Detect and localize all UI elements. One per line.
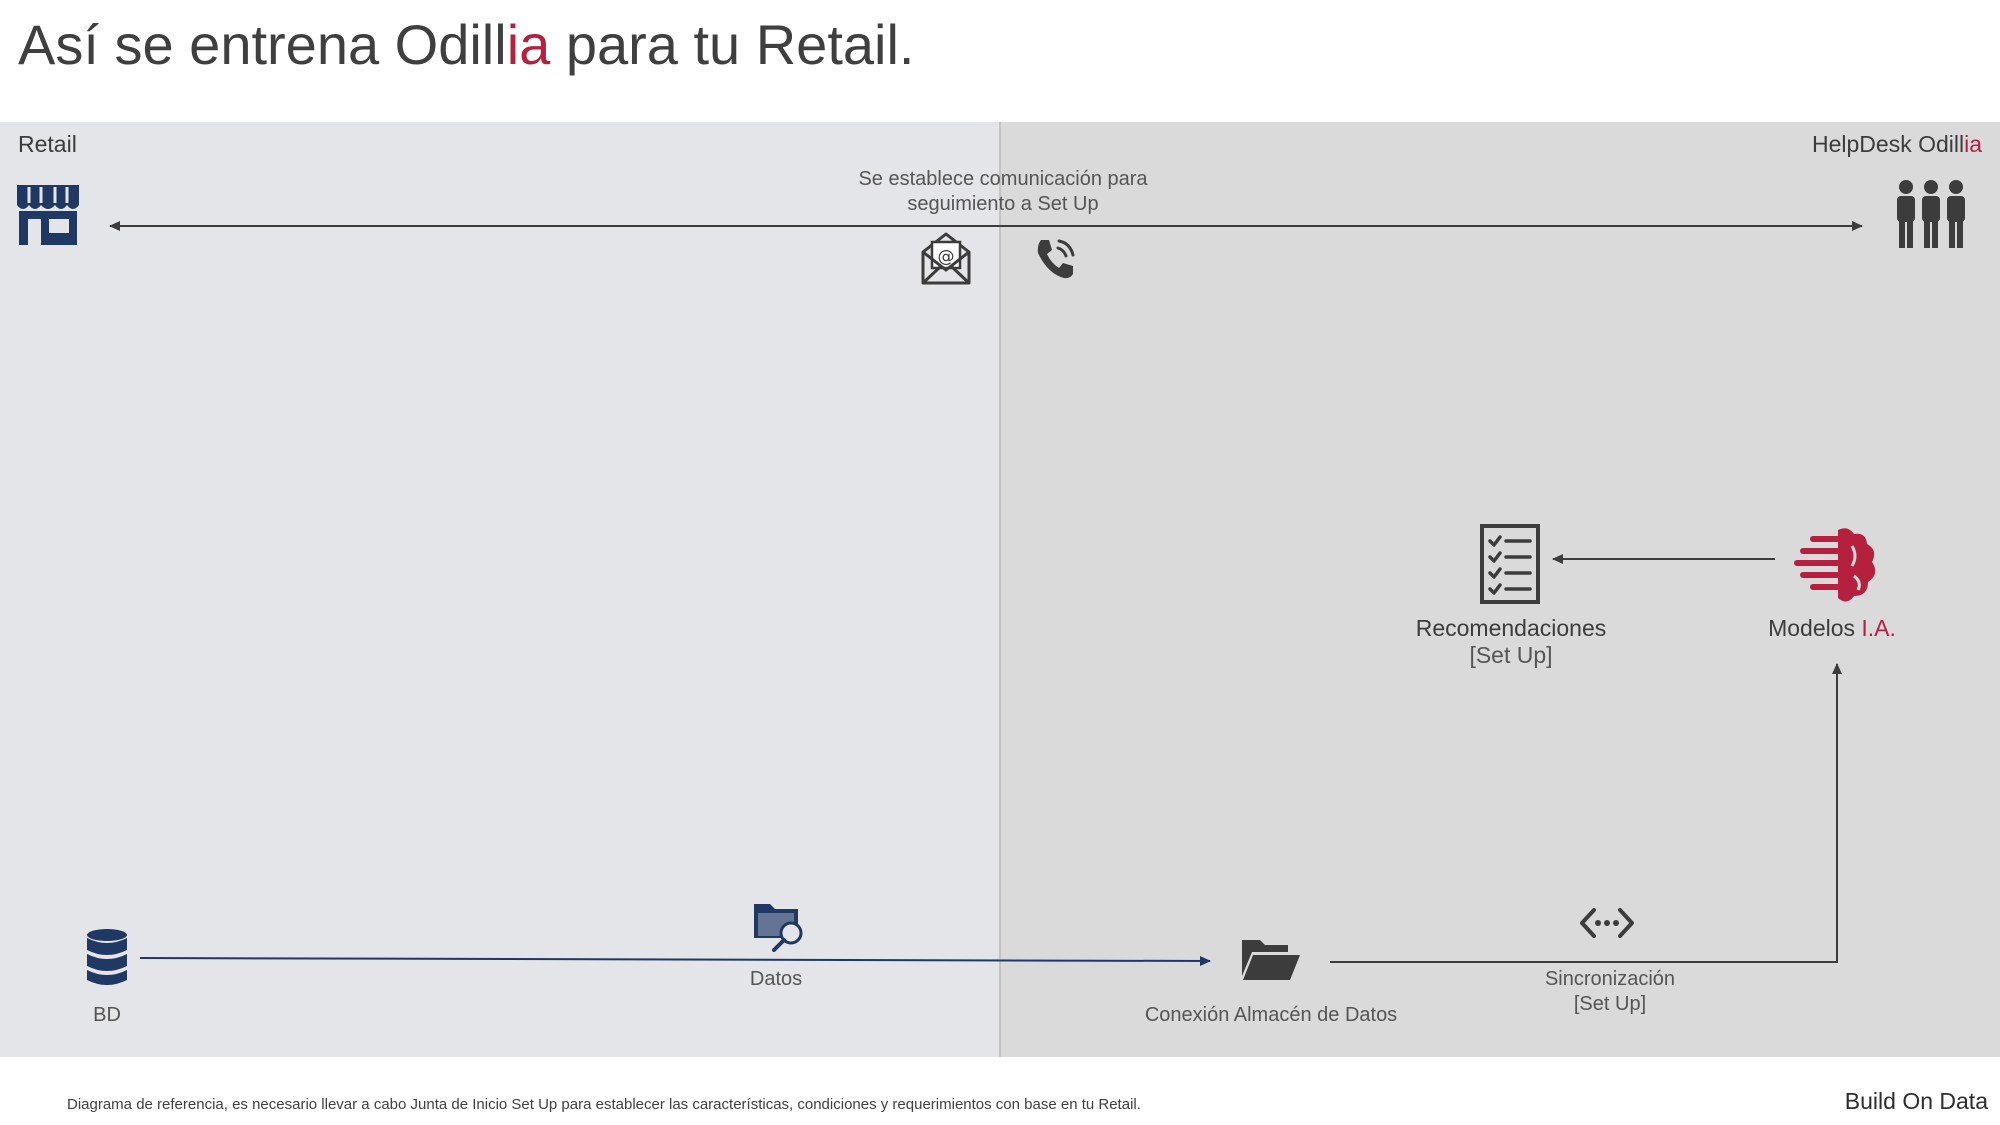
datos-label: Datos [749,968,803,990]
recomendaciones-label: Recomendaciones [Set Up] [1416,615,1607,669]
helpdesk-label: HelpDesk Odillia [1812,131,1982,158]
bd-to-conexion-arrow [139,955,1211,966]
recomendaciones-line2: [Set Up] [1469,642,1553,668]
helpdesk-label-prefix: HelpDesk Odill [1811,131,1965,157]
modelos-label-prefix: Modelos [1768,615,1862,641]
communication-text: Se establece comunicación para seguimien… [858,167,1147,217]
sincronizacion-line2: [Set Up] [1573,993,1647,1015]
folder-open-icon [1242,940,1300,980]
communication-line1: Se establece comunicación para [858,168,1148,190]
communication-line2: seguimiento a Set Up [907,193,1099,215]
store-icon [17,185,79,245]
sincronizacion-label: Sincronización [Set Up] [1545,967,1675,1017]
phone-icon [1037,239,1075,279]
bd-label: BD [93,1004,121,1026]
brand-label: Build On Data [1844,1088,1988,1114]
email-icon: @ [921,232,971,285]
title-part2: para tu Retail. [550,13,915,76]
title-part1: Así se entrena Odill [18,13,507,76]
folder-search-icon [754,904,803,952]
page-title: Así se entrena Odillia para tu Retail. [18,12,914,77]
sync-icon [1580,908,1634,938]
sincronizacion-line1: Sincronización [1544,968,1676,990]
helpdesk-label-accent: ia [1964,131,1982,157]
retail-label: Retail [18,131,77,157]
database-icon [87,929,127,985]
modelos-label-accent: I.A. [1861,615,1896,641]
team-icon [1897,180,1965,248]
modelos-label: Modelos I.A. [1768,615,1896,642]
ai-brain-icon [1794,528,1876,602]
conexion-to-modelos-arrow [1330,663,1842,963]
recomendaciones-line1: Recomendaciones [1415,615,1607,641]
retail-panel [0,122,1000,1057]
title-accent: ia [506,13,551,76]
panel-divider [999,122,1001,1057]
svg-text:@: @ [938,247,955,267]
footnote: Diagrama de referencia, es necesario lle… [67,1096,1141,1113]
checklist-icon [1480,524,1540,604]
conexion-label: Conexión Almacén de Datos [1144,1004,1398,1026]
